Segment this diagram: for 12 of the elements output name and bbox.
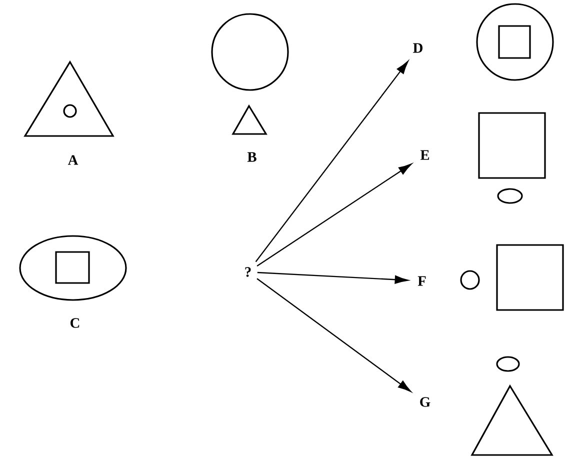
letter-label: D: [413, 43, 422, 53]
figure-label: C: [70, 318, 80, 328]
letter-label: F: [418, 276, 426, 286]
letter-label: G: [420, 397, 430, 407]
letter-label: ?: [245, 267, 251, 277]
arrow: [256, 278, 412, 392]
figure-label: A: [68, 155, 78, 165]
arrow: [257, 272, 408, 284]
figure-label: B: [247, 152, 256, 162]
letter-label: E: [420, 150, 430, 160]
arrow: [256, 164, 412, 266]
arrow: [255, 60, 408, 262]
